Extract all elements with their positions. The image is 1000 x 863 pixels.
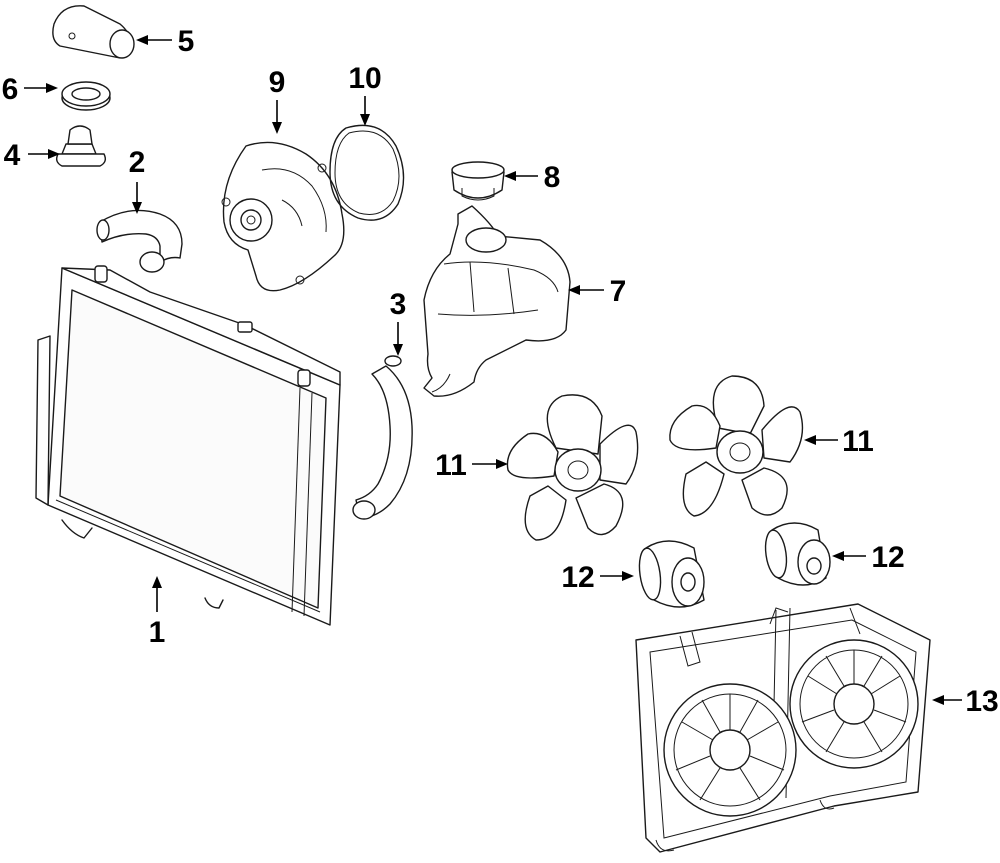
water-outlet	[52, 5, 135, 59]
callout-6: 6	[2, 73, 19, 106]
callout-2: 2	[129, 146, 146, 179]
leader-lines	[24, 35, 962, 705]
pump-gasket	[329, 124, 405, 221]
callout-12-left: 12	[561, 561, 594, 594]
callout-7: 7	[610, 275, 627, 308]
outlet-gasket	[61, 81, 111, 111]
radiator	[35, 265, 341, 626]
callout-12-right: 12	[871, 541, 904, 574]
fan-motor-left	[638, 540, 705, 608]
callout-10: 10	[348, 62, 381, 95]
lower-hose	[352, 355, 413, 520]
coolant-reservoir	[423, 205, 571, 397]
callout-5: 5	[178, 25, 195, 58]
upper-hose	[96, 209, 183, 273]
callout-13: 13	[965, 685, 998, 718]
fan-blade-right	[669, 375, 804, 517]
fan-blade-left	[506, 394, 639, 541]
fan-shroud	[635, 603, 931, 853]
water-pump	[221, 141, 345, 292]
callout-11-left: 11	[435, 449, 467, 482]
callout-3: 3	[390, 288, 407, 321]
reservoir-cap	[451, 161, 505, 201]
thermostat	[55, 125, 107, 167]
callout-9: 9	[269, 66, 286, 99]
callout-11-right: 11	[842, 425, 874, 458]
fan-motor-right	[764, 522, 831, 586]
callout-4: 4	[4, 139, 21, 172]
callout-labels: 1 2 3 4 5 6 7 8 9 10 11 11 12 12 13	[2, 25, 999, 718]
callout-1: 1	[149, 616, 166, 649]
callout-8: 8	[544, 161, 561, 194]
